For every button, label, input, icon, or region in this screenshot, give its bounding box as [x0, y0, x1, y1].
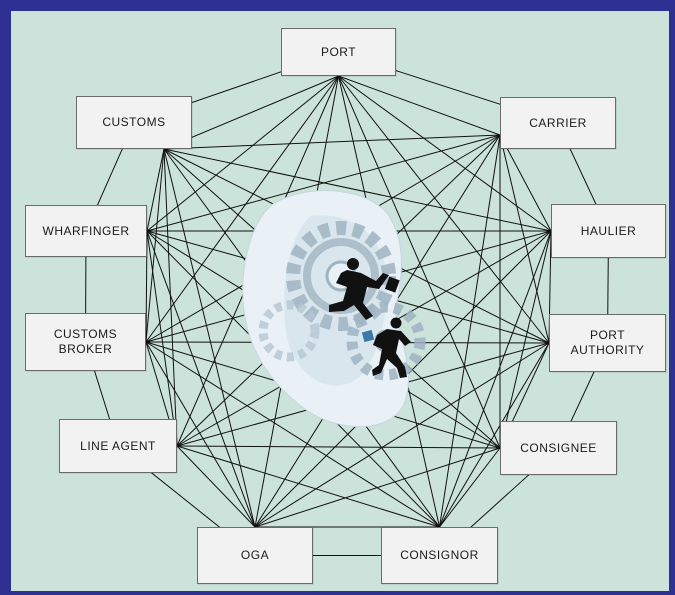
node-consignee-label: CONSIGNEE	[520, 440, 597, 455]
node-customs[interactable]: CUSTOMS	[76, 96, 192, 149]
network-canvas	[84, 51, 610, 556]
connection-line	[499, 134, 552, 232]
node-customs-broker[interactable]: CUSTOMS BROKER	[25, 313, 146, 371]
connection-line	[145, 148, 165, 343]
node-haulier-label: HAULIER	[580, 223, 637, 238]
node-haulier[interactable]: HAULIER	[551, 204, 666, 258]
connection-line	[163, 134, 501, 150]
connection-line	[145, 341, 440, 528]
connection-line	[338, 75, 550, 344]
node-consignor-label: CONSIGNOR	[400, 548, 479, 562]
connection-line	[145, 341, 256, 528]
connection-line	[146, 230, 178, 447]
node-consignee[interactable]: CONSIGNEE	[500, 421, 617, 475]
connection-line	[163, 148, 552, 232]
node-port-authority[interactable]: PORT AUTHORITY	[549, 314, 666, 372]
connection-line	[499, 134, 550, 344]
node-consignor[interactable]: CONSIGNOR	[381, 527, 498, 584]
connection-line	[176, 445, 256, 528]
node-oga[interactable]: OGA	[197, 527, 313, 584]
node-customs-broker-label: CUSTOMS BROKER	[53, 327, 118, 356]
connection-line	[145, 75, 339, 343]
node-oga-label: OGA	[240, 548, 270, 562]
connection-line	[163, 148, 256, 528]
node-carrier-label: CARRIER	[529, 115, 587, 130]
node-port[interactable]: PORT	[281, 28, 396, 76]
node-wharfinger[interactable]: WHARFINGER	[25, 205, 147, 257]
connection-line	[176, 445, 440, 528]
node-wharfinger-label: WHARFINGER	[42, 223, 130, 238]
connection-line	[439, 342, 550, 528]
connection-line	[338, 75, 501, 136]
connection-line	[146, 148, 165, 232]
connection-line	[163, 148, 178, 447]
connection-line	[499, 230, 552, 449]
node-port-label: PORT	[320, 44, 357, 59]
connection-line	[439, 230, 552, 528]
node-line-agent[interactable]: LINE AGENT	[59, 419, 177, 473]
node-customs-label: CUSTOMS	[102, 115, 166, 129]
connection-line	[338, 75, 552, 232]
connection-line	[146, 230, 256, 528]
node-line-agent-label: LINE AGENT	[80, 438, 156, 453]
connection-line	[439, 447, 501, 528]
businessman-running-icon	[361, 317, 411, 378]
gear-icon	[258, 300, 320, 362]
node-carrier[interactable]: CARRIER	[500, 97, 616, 149]
connection-line	[439, 134, 501, 528]
connection-line	[338, 75, 501, 449]
business-people-gears-illustration	[242, 190, 426, 428]
connection-line	[146, 75, 339, 232]
node-port-authority-label: PORT AUTHORITY	[570, 328, 645, 357]
connection-line	[254, 342, 550, 528]
connection-line	[176, 445, 501, 449]
connection-line	[163, 75, 339, 150]
businessman-jumping-icon	[329, 258, 400, 320]
